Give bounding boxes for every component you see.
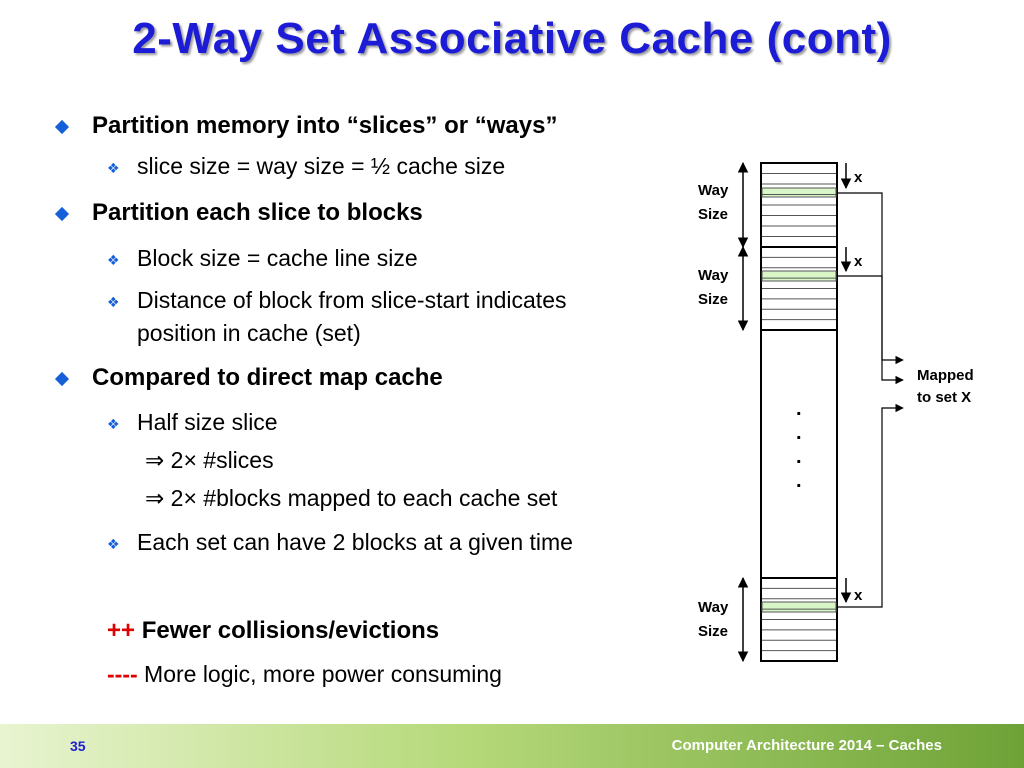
size-label-1: Size: [698, 206, 728, 223]
ellipsis-dot: .: [796, 470, 802, 492]
way-label-2: Way: [698, 267, 729, 284]
bullet-sparkle-icon: ❖: [107, 294, 120, 310]
page-number: 35: [70, 738, 86, 754]
bullet-sparkle-icon: ❖: [107, 536, 120, 552]
con-sign: ----: [107, 661, 138, 687]
bullet-2x-blocks: ⇒ 2× #blocks mapped to each cache set: [145, 485, 558, 511]
pro-line: ++ Fewer collisions/evictions: [107, 617, 439, 645]
ellipsis-dot: .: [796, 398, 802, 420]
size-label-2: Size: [698, 291, 728, 308]
bullet-sparkle-icon: ❖: [107, 160, 120, 176]
ellipsis-dot: .: [796, 422, 802, 444]
ellipsis-dot: .: [796, 446, 802, 468]
bullet-block-size: Block size = cache line size: [137, 245, 418, 271]
footer-bar: 35 Computer Architecture 2014 – Caches: [0, 724, 1024, 768]
slice-2-highlight-block: [761, 270, 837, 282]
con-text: More logic, more power consuming: [144, 661, 502, 687]
bullet-sparkle-icon: ❖: [107, 416, 120, 432]
bullet-partition-slice: Partition each slice to blocks: [92, 199, 423, 226]
slice-3: [760, 577, 838, 662]
offset-x-label-2: x: [854, 253, 863, 270]
way-label-3: Way: [698, 599, 729, 616]
slice-3-highlight-block: [761, 601, 837, 613]
bullet-slice-size: slice size = way size = ½ cache size: [137, 153, 506, 179]
way-label-1: Way: [698, 182, 729, 199]
bullet-sparkle-icon: ❖: [107, 252, 120, 268]
mapped-label-line1: Mapped: [917, 367, 974, 384]
slide-title: 2-Way Set Associative Cache (cont): [132, 14, 892, 63]
slice-1-highlight-block: [761, 187, 837, 198]
bullet-distance-line1: Distance of block from slice-start indic…: [137, 287, 567, 313]
bullet-2x-slices: ⇒ 2× #slices: [145, 447, 274, 473]
pro-text: Fewer collisions/evictions: [141, 617, 440, 644]
bullet-compared: Compared to direct map cache: [92, 364, 443, 391]
map-connector-3: [837, 403, 904, 608]
pro-sign: ++: [107, 617, 136, 644]
bullet-half-size: Half size slice: [137, 409, 278, 435]
offset-x-label-1: x: [854, 169, 863, 186]
size-label-3: Size: [698, 623, 728, 640]
con-line: ---- More logic, more power consuming: [107, 661, 502, 688]
bullet-each-set: Each set can have 2 blocks at a given ti…: [137, 529, 573, 555]
mapped-label-line2: to set X: [917, 389, 971, 406]
map-connector-2: [837, 275, 904, 385]
bullet-distance-line2: position in cache (set): [137, 320, 361, 346]
offset-x-label-3: x: [854, 587, 863, 604]
bullet-partition-memory: Partition memory into “slices” or “ways”: [92, 112, 558, 139]
slice-2: [760, 246, 838, 331]
footer-course-text: Computer Architecture 2014 – Caches: [671, 737, 942, 754]
